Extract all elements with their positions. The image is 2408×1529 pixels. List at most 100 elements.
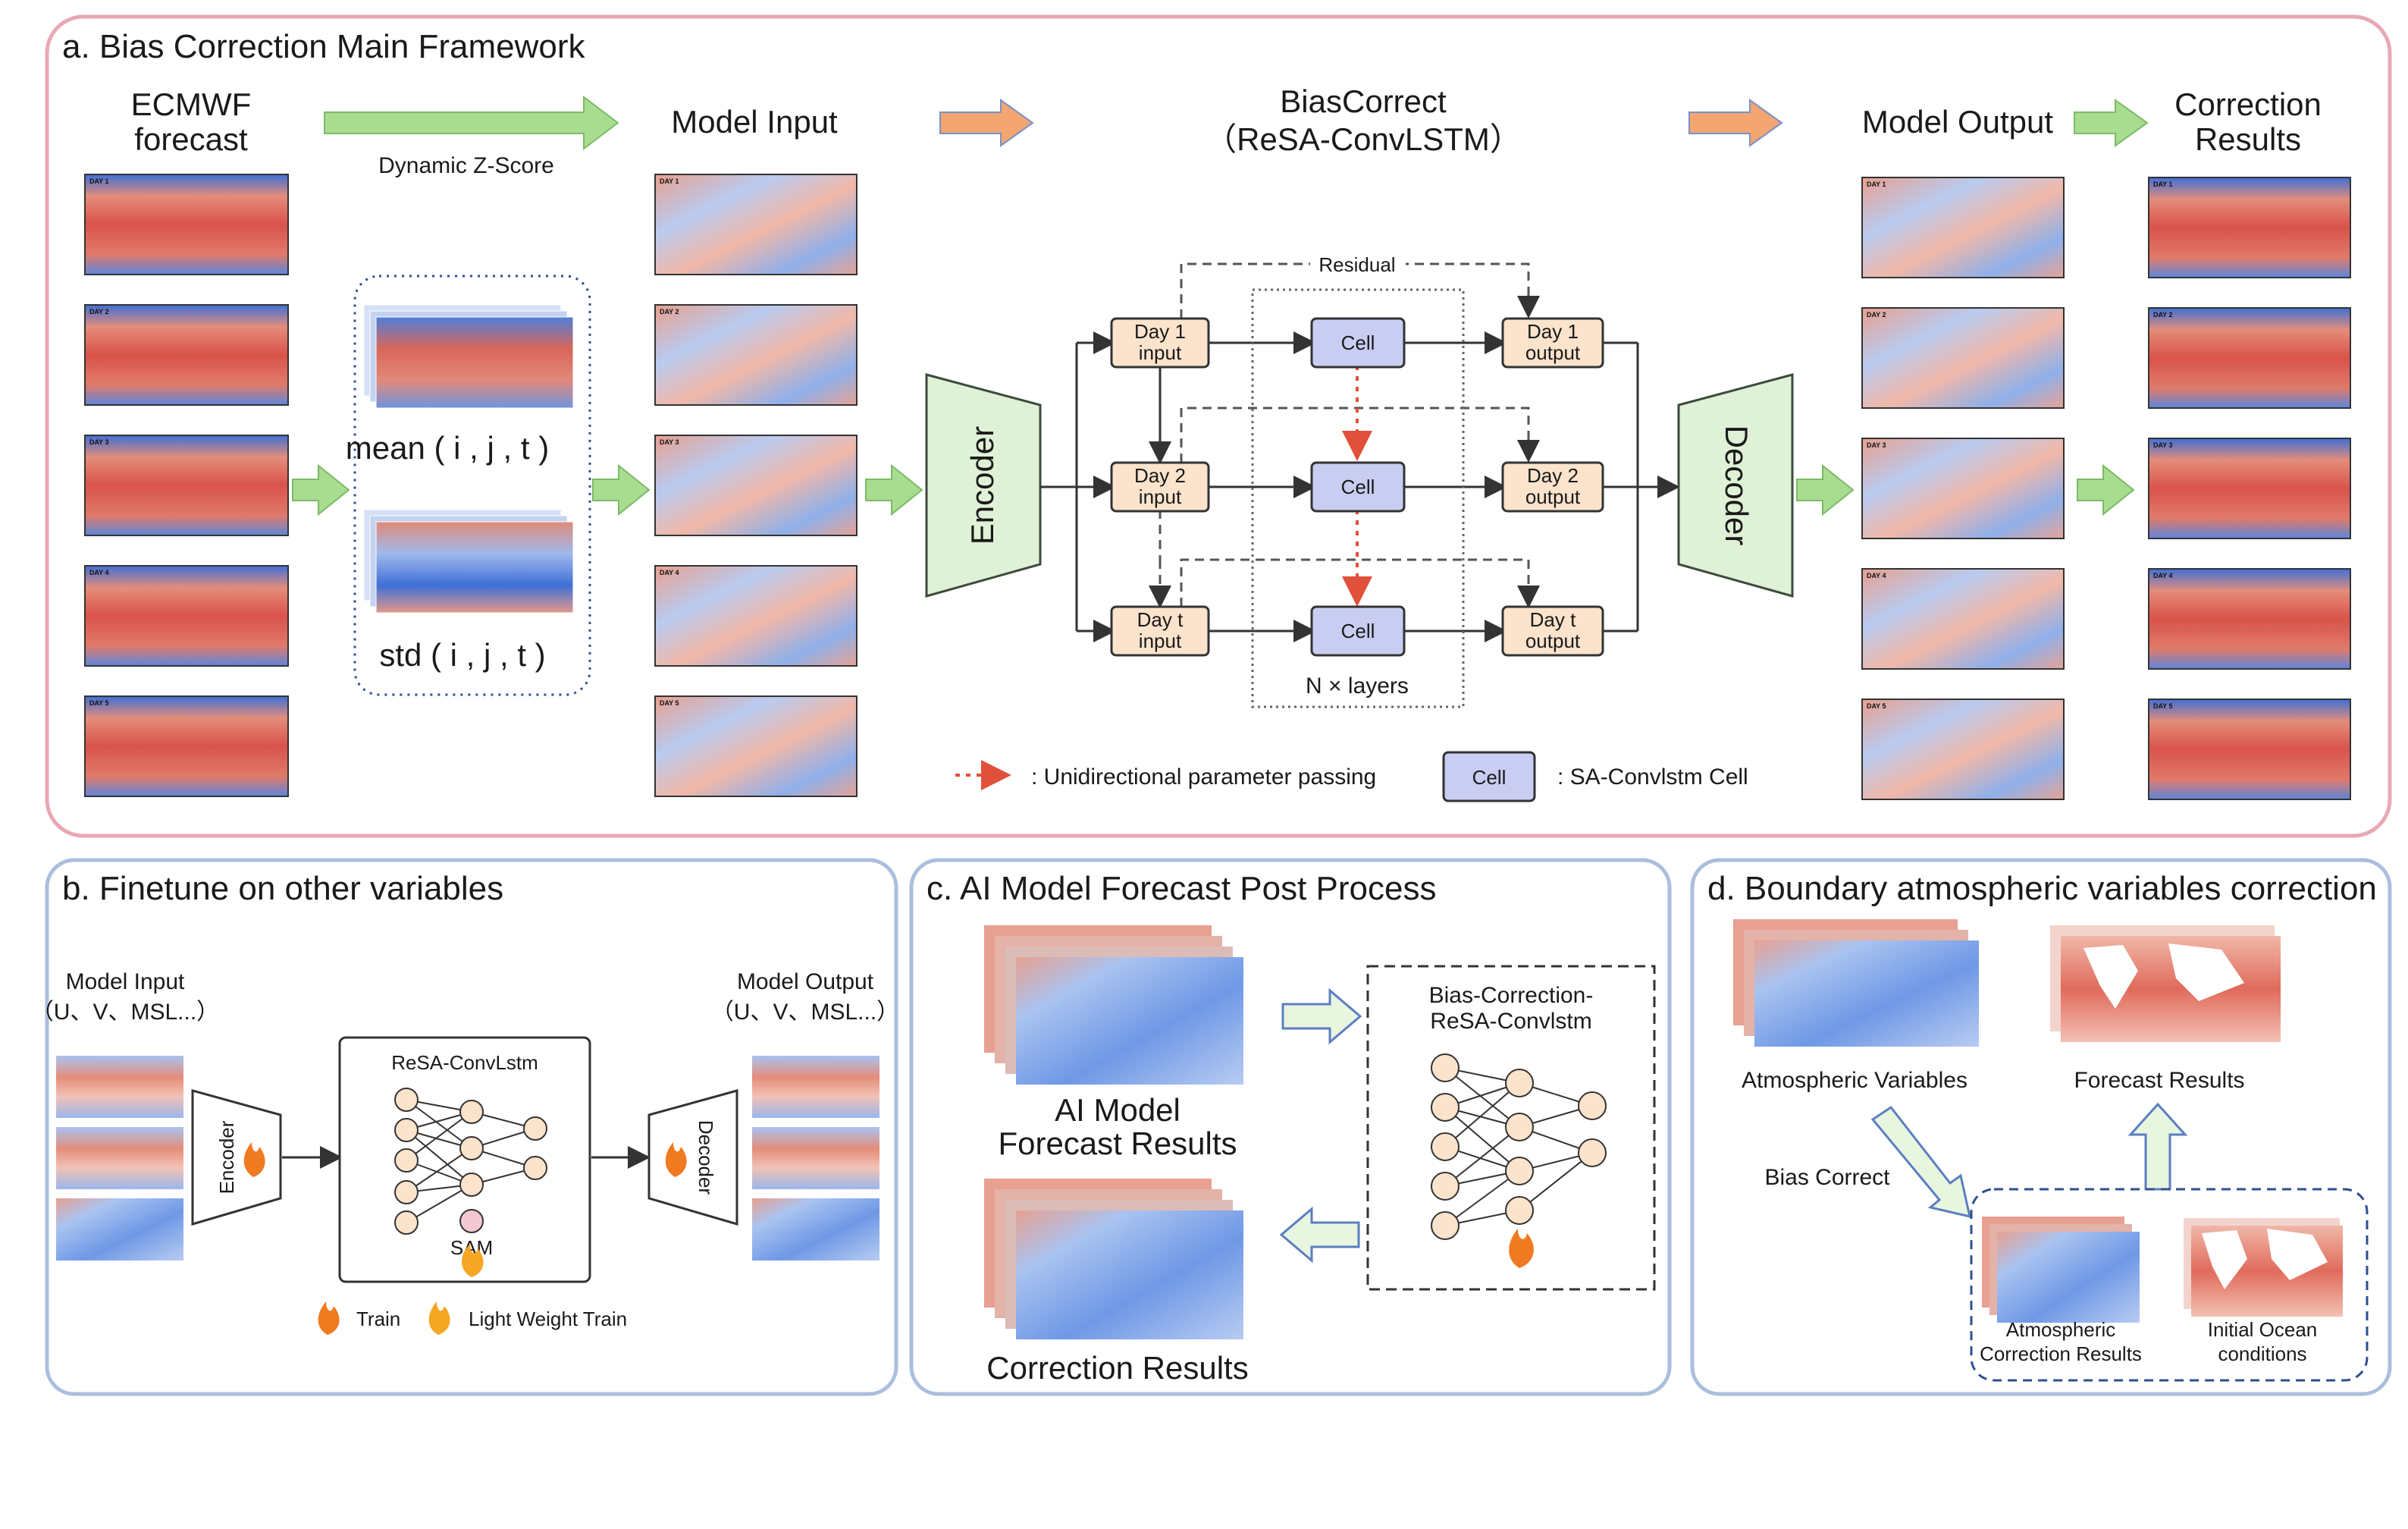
model-input-map (654, 435, 858, 536)
b-decoder-label: Decoder (694, 1120, 717, 1195)
mean-label: mean ( i , j , t ) (346, 430, 549, 466)
input-box-line2: input (1139, 629, 1182, 652)
b-model-output-label: Model Output (737, 969, 874, 994)
legend-train-flame-icon (318, 1301, 340, 1335)
c-neural-net (1431, 1053, 1607, 1240)
zscore-label: Dynamic Z-Score (378, 153, 554, 178)
c-network-box (1366, 965, 1656, 1291)
model-output-map (1861, 307, 2065, 409)
correction-map (2148, 438, 2351, 539)
panel-c (909, 858, 1672, 1396)
input-box-line1: Day 1 (1134, 320, 1186, 343)
model-input-map (654, 174, 858, 275)
layers-box (1251, 288, 1465, 708)
model-output-title: Model Output (1862, 104, 2053, 140)
day-label: DAY 3 (89, 438, 109, 446)
model-output-map (1861, 699, 2065, 800)
panel-c-title: c. AI Model Forecast Post Process (927, 870, 1436, 907)
network-lines (1040, 331, 1680, 642)
decoder-label: Decoder (1719, 425, 1754, 546)
d-atmos-label: Atmospheric Variables (1742, 1068, 1967, 1093)
day-label: DAY 5 (660, 699, 679, 707)
correction-map (2148, 568, 2351, 670)
b-output-map (752, 1056, 879, 1118)
model-input-map (654, 304, 858, 406)
c-ai-label-2: Forecast Results (998, 1126, 1237, 1161)
day-label: DAY 1 (1867, 181, 1886, 188)
c-arrow-left (1279, 1206, 1360, 1264)
day-label: DAY 3 (1867, 441, 1886, 449)
green-arrow-top (2074, 99, 2149, 147)
cell-label: Cell (1341, 620, 1375, 642)
cell-box: Cell (1310, 461, 1406, 513)
c-arrow-right (1281, 987, 1362, 1045)
flame-icon (243, 1142, 265, 1177)
correction-maps: DAY 1 DAY 2 DAY 3 DAY 4 DAY 5 (2148, 177, 2351, 800)
d-combined-box (1970, 1188, 2369, 1382)
legend-cell-box (1442, 751, 1536, 802)
orange-arrow-1 (939, 99, 1034, 147)
day-label: DAY 4 (660, 569, 679, 576)
ecmwf-maps: DAY 1 DAY 2 DAY 3 DAY 4 DAY 5 (84, 174, 289, 797)
b-input-map (56, 1056, 183, 1118)
ecmwf-map (84, 435, 289, 536)
zscore-arrow (324, 95, 619, 151)
output-box-line2: output (1525, 485, 1581, 508)
correction-map (2148, 307, 2351, 409)
flame-icon (1509, 1229, 1534, 1268)
encoder-label: Encoder (964, 426, 1000, 545)
day-label: DAY 2 (89, 308, 109, 316)
panel-d (1690, 858, 2392, 1396)
light-flame-icon (462, 1244, 484, 1277)
day-label: DAY 2 (660, 308, 679, 316)
d-ocean-land (2202, 1229, 2328, 1289)
d-forecast-label: Forecast Results (2074, 1068, 2244, 1093)
decoder-block (1677, 373, 1794, 598)
b-decoder-block (647, 1089, 738, 1226)
panel-a-title: a. Bias Correction Main Framework (62, 28, 586, 65)
d-atmos-corr-label: Atmospheric (2006, 1318, 2116, 1341)
std-map (375, 521, 574, 614)
b-encoder-block (191, 1089, 282, 1226)
ecmwf-map (84, 695, 289, 797)
model-output-map (1861, 438, 2065, 539)
legend-cell-text: : SA-Convlstm Cell (1557, 764, 1748, 790)
input-box-line1: Day t (1137, 608, 1184, 631)
green-arrow (292, 463, 350, 516)
legend-passing-text: : Unidirectional parameter passing (1031, 764, 1376, 790)
input-box-line1: Day 2 (1134, 464, 1186, 487)
c-network-label-2: ReSA-Convlstm (1430, 1009, 1591, 1034)
day-label: DAY 1 (89, 177, 109, 185)
cell-label: Cell (1341, 331, 1375, 354)
c-correction-map (1016, 1210, 1243, 1339)
d-ocean-label: Initial Ocean (2208, 1318, 2318, 1341)
output-box-line1: Day 2 (1527, 464, 1579, 487)
model-input-title: Model Input (671, 104, 838, 140)
output-box: Day 2 output (1501, 461, 1604, 513)
input-box: Day 2 input (1110, 461, 1210, 513)
legend-cell-box-label: Cell (1472, 766, 1507, 789)
green-arrow (1796, 463, 1855, 516)
input-box: Day t input (1110, 605, 1210, 657)
std-label: std ( i , j , t ) (379, 637, 545, 673)
biascorrect-subtitle: （ReSA-ConvLSTM） (1205, 121, 1522, 157)
day-label: DAY 5 (1867, 702, 1886, 710)
n-layers-label: N × layers (1306, 673, 1409, 699)
output-box-line1: Day 1 (1527, 320, 1579, 343)
input-box-line2: input (1139, 485, 1182, 508)
model-output-maps: DAY 1 DAY 2 DAY 3 DAY 4 DAY 5 (1861, 177, 2065, 800)
b-input-map (56, 1198, 183, 1261)
ecmwf-map (84, 565, 289, 667)
output-box-line1: Day t (1530, 608, 1576, 631)
correction-map (2148, 699, 2351, 800)
green-arrow (2077, 463, 2135, 516)
encoder-block (925, 373, 1042, 598)
model-input-maps: DAY 1 DAY 2 DAY 3 DAY 4 DAY 5 (654, 174, 858, 797)
d-diag-arrow (1870, 1105, 1971, 1218)
c-ai-map (1016, 957, 1243, 1085)
legend-light-label: Light Weight Train (469, 1308, 627, 1330)
cell-box: Cell (1310, 605, 1406, 657)
ecmwf-label: ECMWF (131, 86, 252, 122)
b-encoder-label: Encoder (215, 1120, 238, 1194)
panel-b (45, 858, 898, 1396)
